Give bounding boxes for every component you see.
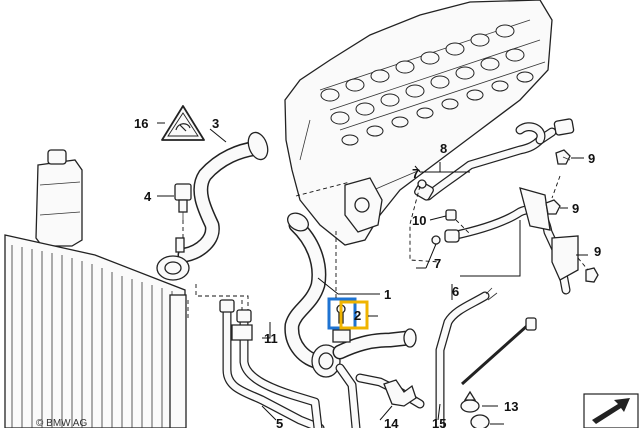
callout-9-upper: 9 xyxy=(588,151,595,166)
callout-2: 2 xyxy=(354,308,361,323)
callout-6: 6 xyxy=(452,284,459,299)
leader-lines xyxy=(157,122,588,425)
callout-1: 1 xyxy=(384,287,391,302)
radiator-return-pipes xyxy=(219,299,325,428)
engine-cylinder-head xyxy=(284,0,553,246)
callout-14: 14 xyxy=(384,416,399,428)
heater-return-pipe xyxy=(444,187,579,295)
callout-3: 3 xyxy=(212,116,219,131)
callout-5: 5 xyxy=(276,416,283,428)
bolt-9-middle xyxy=(545,199,561,215)
arrow-icon[interactable] xyxy=(583,393,639,428)
callout-10: 10 xyxy=(412,213,426,228)
bolt-9-lower xyxy=(585,267,599,283)
callout-9-lower: 9 xyxy=(594,244,601,259)
clamp-10 xyxy=(445,209,457,221)
hose-clip xyxy=(383,379,417,407)
installation-dashed-lines xyxy=(182,175,589,318)
copyright-text: © BMW AG xyxy=(36,418,87,428)
expansion-tank xyxy=(35,149,83,247)
radiator xyxy=(4,234,187,428)
grommet-13 xyxy=(460,390,490,428)
callout-4: 4 xyxy=(144,189,152,204)
callout-8: 8 xyxy=(440,141,447,156)
engine-valve-bosses xyxy=(320,24,534,146)
callout-7-upper: 7 xyxy=(412,166,419,181)
callout-15: 15 xyxy=(432,416,446,428)
lower-coolant-hose xyxy=(284,212,417,428)
heater-feed-pipe xyxy=(414,118,575,201)
callout-9-middle: 9 xyxy=(572,201,579,216)
bolt-9-upper xyxy=(555,149,571,165)
upper-radiator-hose xyxy=(156,131,269,281)
callout-13: 13 xyxy=(504,399,518,414)
callout-16: 16 xyxy=(134,116,148,131)
temperature-sensor xyxy=(174,183,192,220)
highlight-box-yellow xyxy=(339,300,369,330)
o-ring-lower xyxy=(431,235,441,245)
callout-11: 11 xyxy=(264,331,278,346)
warning-triangle-icon xyxy=(161,105,205,141)
callout-7-lower: 7 xyxy=(434,256,441,271)
o-ring-upper xyxy=(417,179,427,189)
